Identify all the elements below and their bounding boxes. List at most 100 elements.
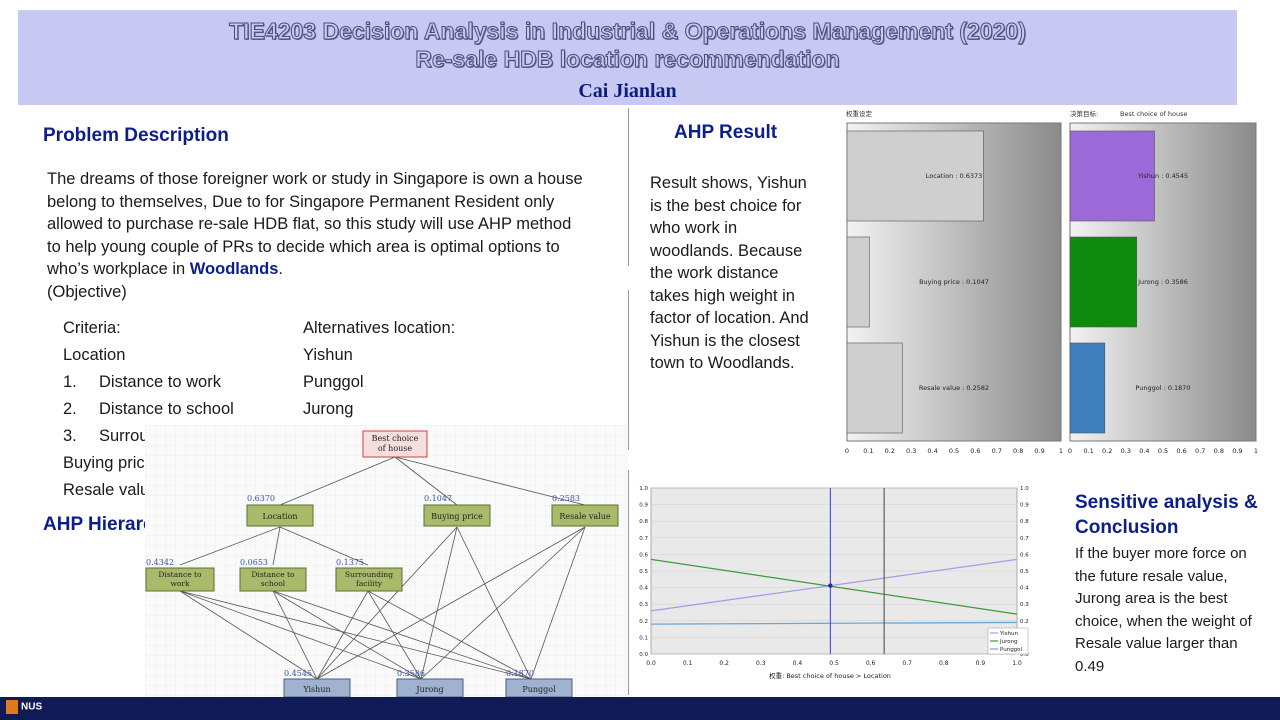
y2-tick-label: 1.0: [1020, 486, 1029, 492]
x-tick-label: 0.6: [1176, 447, 1186, 455]
bar: [1069, 130, 1155, 222]
criterion-weight: 0.6370: [247, 494, 275, 503]
x-tick-label: 0.8: [939, 660, 949, 667]
y-tick-label: 0.7: [639, 536, 648, 542]
alternative-weight: 0.4545: [284, 669, 312, 678]
subcriterion-weight: 0.0653: [240, 558, 268, 567]
alternative-item: Yishun: [303, 346, 353, 364]
bar-value-label: Location : 0.6373: [926, 172, 983, 180]
x-tick-label: 0.9: [1034, 447, 1044, 455]
series-line: [650, 621, 1018, 625]
x-tick-label: 1: [1059, 447, 1063, 455]
y-tick-label: 0.3: [639, 602, 648, 608]
x-tick-label: 0.2: [885, 447, 895, 455]
chart2-subtitle: Best choice of house: [1120, 110, 1188, 118]
diagram-grid: [145, 425, 628, 697]
legend-label: Jurong: [999, 639, 1018, 645]
column-divider: [628, 470, 629, 695]
sensitivity-grid: [651, 487, 1017, 655]
y-tick-label: 0.6: [639, 552, 648, 558]
alternatives-score-chart: 决策目标: Best choice of house Yishun : 0.45…: [1068, 109, 1258, 455]
subcriterion-label-line2: facility: [356, 579, 383, 588]
column-divider: [628, 290, 629, 450]
ahp-result-heading: AHP Result: [674, 122, 778, 143]
nus-crest-icon: [6, 700, 18, 714]
x-tick-label: 0.8: [1214, 447, 1224, 455]
bar: [846, 130, 984, 222]
y2-tick-label: 0.3: [1020, 602, 1029, 608]
x-tick-label: 0.8: [1013, 447, 1023, 455]
alternative-label: Jurong: [415, 685, 443, 694]
alternative-weight: 0.3586: [397, 669, 425, 678]
bar: [846, 236, 870, 328]
criteria-item: Resale value: [63, 481, 159, 499]
sensitivity-chart: 0.00.00.10.10.20.20.30.30.40.40.50.50.60…: [630, 482, 1030, 684]
alternative-item: Jurong: [303, 400, 354, 418]
bar: [1069, 236, 1137, 328]
x-tick-label: 0.5: [1158, 447, 1168, 455]
y-tick-label: 0.9: [639, 503, 648, 509]
criteria-heading: Criteria:: [63, 319, 121, 337]
x-tick-label: 0.4: [1139, 447, 1149, 455]
problem-text-highlight: Woodlands: [189, 260, 279, 278]
y-tick-label: 0.1: [639, 635, 648, 641]
x-tick-label: 0.3: [1121, 447, 1131, 455]
criteria-item: Distance to school: [99, 400, 234, 418]
bar: [1069, 342, 1106, 434]
x-tick-label: 0.6: [970, 447, 980, 455]
sensitivity-x-label: 权重: Best choice of house > Location: [769, 671, 891, 680]
chart1-title: 权重设定: [846, 109, 873, 118]
criterion-label: Location: [262, 512, 297, 521]
criteria-item: Buying price: [63, 454, 154, 472]
bar-value-label: Resale value : 0.2582: [919, 384, 989, 392]
problem-text: The dreams of those foreigner work or st…: [47, 168, 587, 303]
y2-tick-label: 0.8: [1020, 519, 1029, 525]
column-divider: [628, 108, 629, 266]
intersection-point: [828, 583, 833, 588]
subcriterion-node-distance-to-work: [145, 567, 215, 592]
x-tick-label: 0.5: [829, 660, 839, 667]
subcriterion-weight: 0.1375: [336, 558, 364, 567]
problem-objective: (Objective): [47, 282, 127, 301]
x-tick-label: 0.3: [756, 660, 766, 667]
bar-value-label: Buying price : 0.1047: [919, 278, 989, 286]
ahp-hierarchy-diagram: Best choice of house 0.6370 Location 0.1…: [145, 425, 628, 697]
y-tick-label: 1.0: [639, 486, 648, 492]
sensitivity-text: If the buyer more force on the future re…: [1075, 545, 1252, 675]
criteria-number: 1.: [63, 373, 77, 391]
chart2-title: 决策目标:: [1070, 109, 1098, 118]
hierarchy-heading: AHP Hierarchy: [43, 514, 176, 535]
goal-label-line1: Best choice: [372, 434, 419, 443]
footer-bar: [0, 697, 1280, 720]
x-tick-label: 0.9: [976, 660, 986, 667]
goal-node: [362, 430, 428, 458]
criterion-node-buying-price: [423, 504, 491, 527]
sensitivity-series: [650, 488, 1018, 654]
x-tick-label: 0.7: [1195, 447, 1205, 455]
y2-tick-label: 0.6: [1020, 552, 1029, 558]
problem-text-end: .: [278, 260, 283, 278]
problem-heading: Problem Description: [43, 125, 229, 146]
bar-value-label: Punggol : 0.1870: [1135, 384, 1190, 392]
x-tick-label: 0.4: [793, 660, 803, 667]
x-tick-label: 1: [1254, 447, 1258, 455]
alternative-item: Punggol: [303, 373, 364, 391]
bar-value-label: Jurong : 0.3586: [1137, 278, 1188, 286]
y2-tick-label: 0.2: [1020, 619, 1029, 625]
x-tick-label: 0.4: [927, 447, 937, 455]
y2-tick-label: 0.4: [1020, 586, 1029, 592]
alternative-node-yishun: [283, 678, 351, 697]
criteria-item: Location: [63, 346, 126, 364]
criterion-node-location: [246, 504, 314, 527]
alternative-node-punggol: [505, 678, 573, 697]
criterion-node-resale-value: [551, 504, 619, 527]
subcriterion-weight: 0.4342: [146, 558, 174, 567]
series-line: [650, 558, 1018, 615]
alternatives-heading: Alternatives location:: [303, 319, 456, 337]
x-tick-label: 0: [1068, 447, 1072, 455]
criteria-item: Distance to work: [99, 373, 221, 391]
bar: [846, 342, 903, 434]
